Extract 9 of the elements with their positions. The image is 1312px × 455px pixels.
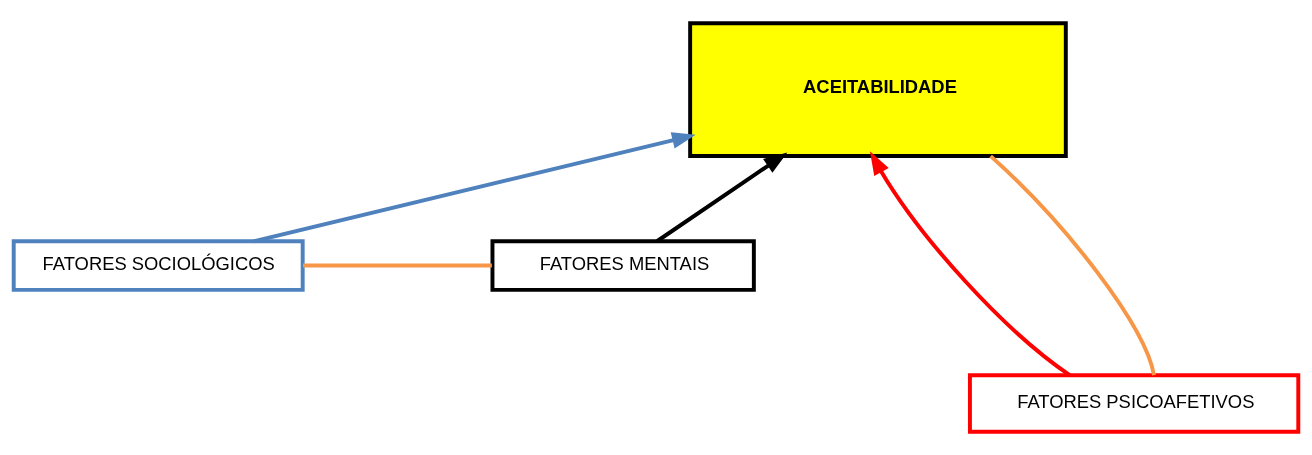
connector: [303, 263, 492, 268]
node-box: FATORES SOCIOLÓGICOS: [11, 239, 305, 292]
arrow: [869, 151, 1071, 377]
node-box: FATORES MENTAIS: [490, 239, 756, 292]
arrow: [253, 132, 696, 244]
arrow: [655, 152, 788, 243]
node-box: ACEITABILIDADE: [688, 21, 1068, 158]
connector: [989, 154, 1156, 376]
node-box: FATORES PSICOAFETIVOS: [967, 373, 1301, 434]
